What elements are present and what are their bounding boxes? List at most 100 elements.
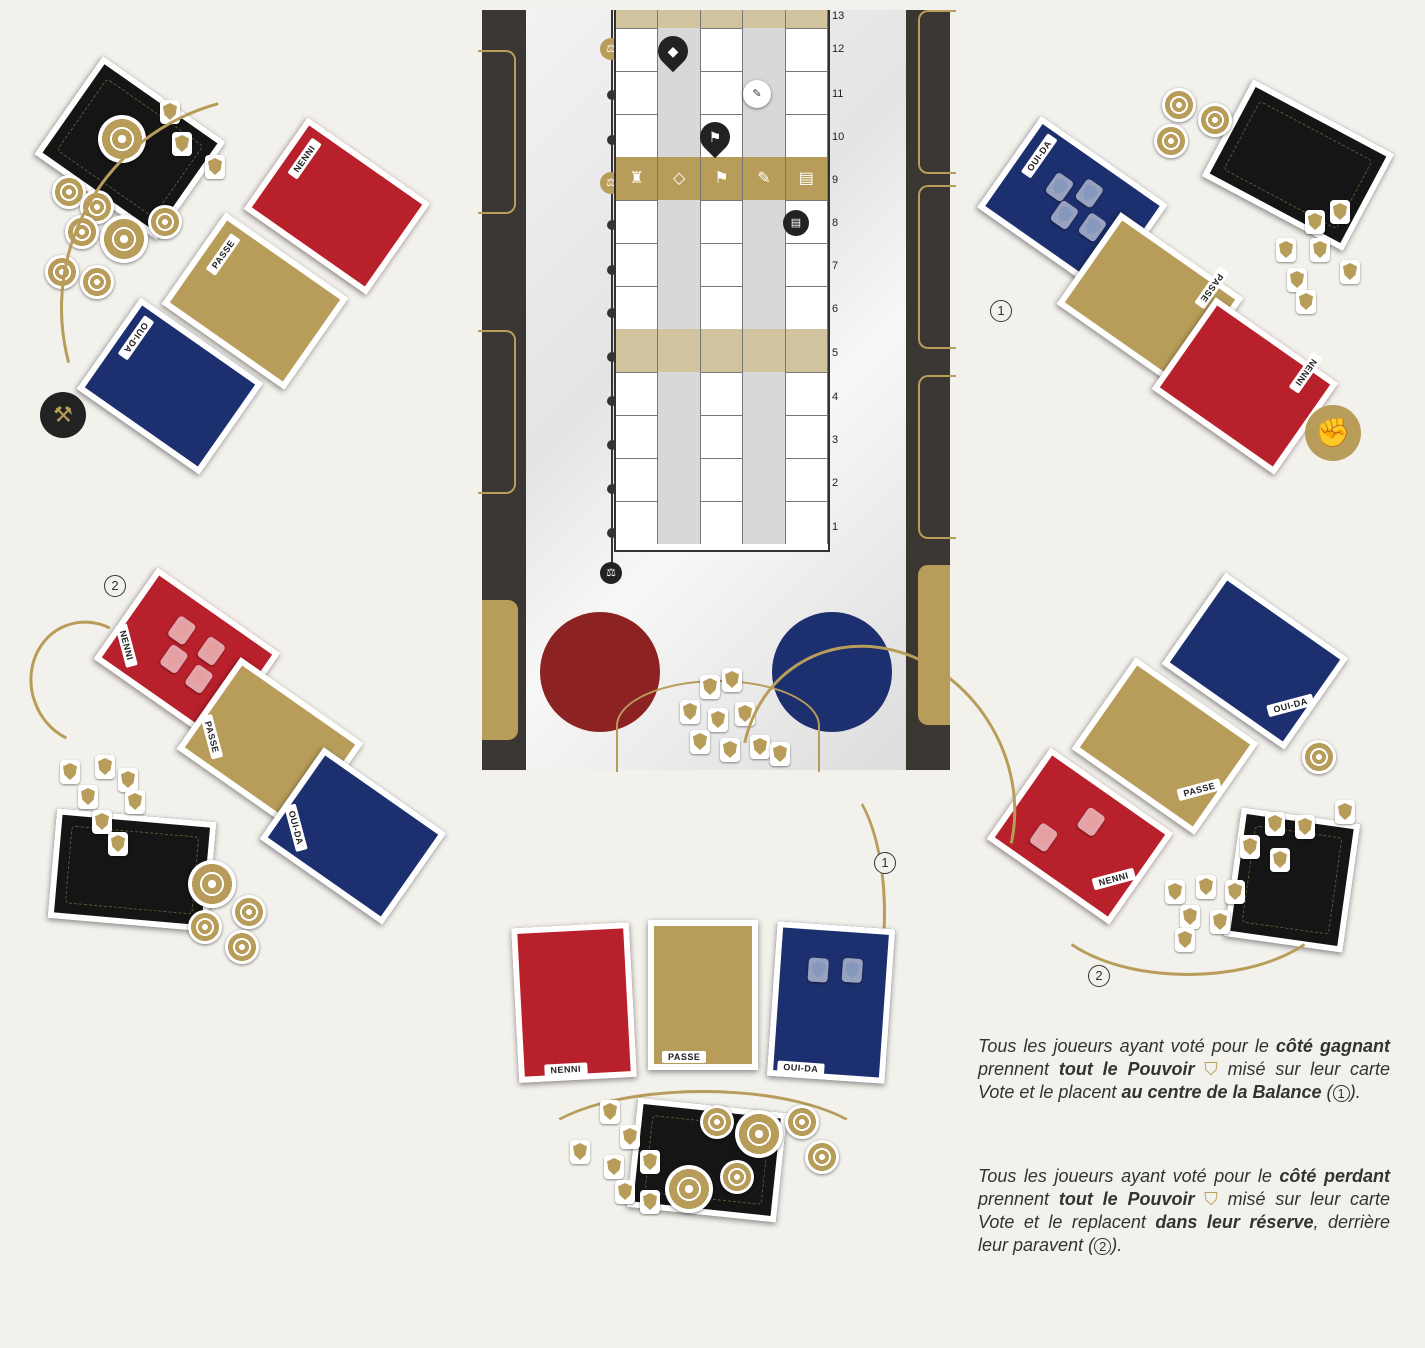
coin-icon <box>1162 88 1196 122</box>
shield-icon <box>1330 200 1350 224</box>
coin-icon <box>700 1105 734 1139</box>
grid-row <box>616 501 828 544</box>
feather-icon: ✎ <box>743 80 771 108</box>
coin-icon <box>665 1165 713 1213</box>
shield-icon <box>680 700 700 724</box>
stamp-icon: ⚒ <box>40 392 86 438</box>
shield-icon <box>167 615 197 646</box>
grid-row <box>616 243 828 287</box>
shield-icon <box>615 1180 635 1204</box>
fist-icon: ✊ <box>1305 405 1361 461</box>
scroll-icon: ▤ <box>783 210 809 236</box>
shield-icon <box>1340 260 1360 284</box>
flag-pin-icon: ⚑ <box>694 116 736 158</box>
grid-row <box>616 286 828 330</box>
rule-text: prennent <box>978 1059 1059 1079</box>
coin-icon <box>188 910 222 944</box>
track-number: 2 <box>832 477 838 489</box>
card-label: OUI-DA <box>777 1060 825 1075</box>
grid-row-icons: ♜ ◇ ⚑ ✎ ▤ <box>616 157 828 201</box>
track-number: 5 <box>832 347 838 359</box>
rule-paragraph-winning: Tous les joueurs ayant voté pour le côté… <box>978 1035 1390 1105</box>
return-arrow <box>1040 820 1336 976</box>
shield-icon <box>640 1190 660 1214</box>
board-tab <box>482 600 518 740</box>
shield-icon <box>604 1155 624 1179</box>
shield-icon <box>570 1140 590 1164</box>
rule-emphasis: côté gagnant <box>1276 1036 1390 1056</box>
card-label: NENNI <box>544 1062 587 1076</box>
rule-paragraph-losing: Tous les joueurs ayant voté pour le côté… <box>978 1165 1390 1258</box>
tower-icon: ♜ <box>616 157 658 200</box>
shield-icon: ⛉ <box>1204 1059 1218 1079</box>
shield-icon <box>1076 806 1106 837</box>
coin-icon <box>232 895 266 929</box>
step-marker-inline: 2 <box>1094 1238 1111 1255</box>
feather-icon: ✎ <box>743 157 785 200</box>
shield-icon <box>60 760 80 784</box>
grid-row <box>616 372 828 416</box>
board-slot <box>478 50 516 214</box>
card-label: OUI-DA <box>284 804 308 853</box>
coin-icon <box>225 930 259 964</box>
rule-emphasis: côté perdant <box>1279 1166 1390 1186</box>
rule-text: ). <box>1350 1082 1361 1102</box>
board-slot <box>918 375 956 539</box>
shield-icon <box>1296 290 1316 314</box>
step-marker: 2 <box>1088 965 1110 987</box>
shield-icon <box>78 785 98 809</box>
shield-icon <box>1287 268 1307 292</box>
shield-icon <box>118 768 138 792</box>
track-number: 12 <box>832 43 844 55</box>
player-mat <box>1202 79 1395 251</box>
card-label: OUI-DA <box>118 315 155 360</box>
shield-icon <box>722 668 742 692</box>
shield-icon <box>1310 238 1330 262</box>
diamond-icon: ◇ <box>658 157 700 200</box>
coin-icon <box>785 1105 819 1139</box>
shield-icon <box>1044 172 1074 203</box>
rule-text: Tous les joueurs ayant voté pour le <box>978 1166 1279 1186</box>
track-number: 1 <box>832 521 838 533</box>
rule-text: ( <box>1322 1082 1333 1102</box>
grid-row <box>616 415 828 459</box>
rule-emphasis: au centre de la Balance <box>1121 1082 1321 1102</box>
track-number: 13 <box>832 10 844 22</box>
track-number: 11 <box>832 88 843 100</box>
shield-icon <box>92 810 112 834</box>
flag-icon: ⚑ <box>701 157 743 200</box>
grid-row <box>616 329 828 373</box>
step-marker-inline: 1 <box>1333 1085 1350 1102</box>
rule-emphasis: tout le Pouvoir <box>1059 1059 1195 1079</box>
board-slot <box>478 330 516 494</box>
track-number: 9 <box>832 174 838 186</box>
shield-icon: ⛉ <box>1204 1189 1218 1209</box>
scale-icon: ⚖ <box>600 562 622 584</box>
rule-text: prennent <box>978 1189 1059 1209</box>
shield-icon <box>1335 800 1355 824</box>
track-number: 8 <box>832 217 838 229</box>
card-label: PASSE <box>206 233 241 276</box>
coin-icon <box>188 860 236 908</box>
track-number: 6 <box>832 303 838 315</box>
rule-text: ). <box>1111 1235 1122 1255</box>
card-label: OUI-DA <box>1021 133 1058 178</box>
card-label: NENNI <box>1289 352 1323 394</box>
coin-icon <box>1198 103 1232 137</box>
card-label: OUI-DA <box>1266 693 1315 717</box>
shield-icon <box>1029 822 1059 853</box>
diamond-pin-icon: ◆ <box>652 30 694 72</box>
board-slot <box>918 10 956 174</box>
board-slot <box>918 185 956 349</box>
track-number: 3 <box>832 434 838 446</box>
shield-icon <box>600 1100 620 1124</box>
track-number: 10 <box>832 131 844 143</box>
coin-icon <box>1154 124 1188 158</box>
coin-icon <box>720 1160 754 1194</box>
shield-icon <box>1276 238 1296 262</box>
coin-icon <box>735 1110 783 1158</box>
shield-icon <box>700 675 720 699</box>
track-number: 4 <box>832 391 838 403</box>
shield-icon <box>620 1125 640 1149</box>
shield-icon <box>807 957 829 982</box>
